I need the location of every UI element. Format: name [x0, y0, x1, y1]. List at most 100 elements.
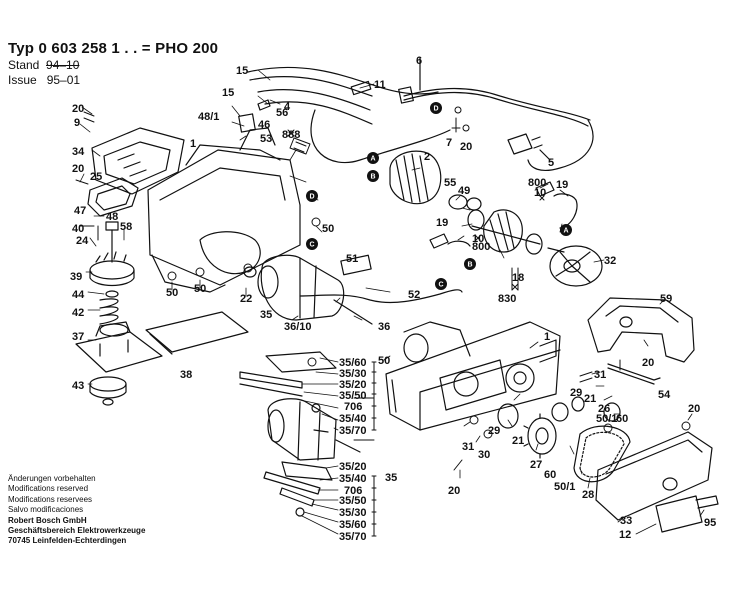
part-label: 30: [478, 449, 490, 461]
part-label: 35/20: [339, 379, 367, 391]
part-label: 34: [72, 146, 85, 158]
part-label: 60: [616, 413, 628, 425]
part-label: 35/30: [339, 507, 367, 519]
issue-label: Issue: [8, 73, 37, 87]
part-label: 35: [385, 472, 397, 484]
part-label: 31: [462, 441, 474, 453]
part-label: 18: [512, 272, 524, 284]
power-cord: [398, 57, 594, 172]
brush-holders: [429, 181, 578, 249]
issue-line: Issue 95–01: [8, 73, 218, 87]
drive-belt: [573, 425, 631, 483]
part-label: 20: [642, 357, 654, 369]
part-label: 20: [448, 485, 460, 497]
motor-stator: [243, 254, 373, 325]
part-label: 36/10: [284, 321, 312, 333]
part-label: 38: [180, 369, 192, 381]
motor-housing: [147, 113, 301, 293]
marker-d-2: D: [309, 194, 314, 201]
part-label: 10: [534, 187, 546, 199]
part-label: 35/60: [339, 357, 367, 369]
type-plate: [655, 495, 719, 533]
connection-cable: [299, 254, 463, 304]
part-label: 26: [598, 403, 610, 415]
front-shoe: [75, 321, 163, 373]
handle-cap: [91, 127, 185, 195]
part-label: 95: [704, 517, 716, 529]
reference-markers: [306, 102, 572, 290]
part-label: 800: [528, 177, 546, 189]
part-label: 59: [660, 293, 672, 305]
legal-notes: Änderungen vorbehalten Modifications res…: [8, 474, 145, 547]
stand-line: Stand 94–10: [8, 58, 218, 72]
part-label: 56: [276, 107, 288, 119]
part-label: 20: [460, 141, 472, 153]
part-label: 21: [512, 435, 524, 447]
part-label: 706: [344, 485, 362, 497]
model-title: Typ 0 603 258 1 . . = PHO 200: [8, 40, 219, 57]
cutter-block-lower: [263, 461, 333, 517]
part-label: 39: [70, 271, 82, 283]
part-label: 40: [72, 223, 84, 235]
note-line: Modifications reserved: [8, 484, 89, 494]
issue-value: 95–01: [46, 73, 81, 87]
part-label: 35/30: [339, 368, 367, 380]
part-label: 35/70: [339, 531, 367, 543]
cutter-block-upper: [239, 351, 337, 397]
base-knob: [89, 376, 127, 406]
part-label: 15: [222, 87, 234, 99]
part-label: 888: [282, 129, 300, 141]
marker-c-2: C: [438, 282, 443, 289]
part-label: 830: [498, 293, 516, 305]
belt-cover: [595, 431, 713, 521]
part-label: 7: [446, 137, 452, 149]
part-label: 53: [260, 133, 272, 145]
part-label: 706: [344, 401, 362, 413]
switch-cover: [87, 177, 139, 217]
part-label: 58: [120, 221, 132, 233]
compression-spring: [99, 221, 119, 325]
part-label: 15: [236, 65, 248, 77]
part-label: 19: [436, 217, 448, 229]
note-line: Änderungen vorbehalten: [8, 474, 96, 483]
company-address: 70745 Leinfelden-Echterdingen: [8, 536, 127, 546]
header: Typ 0 603 258 1 . . = PHO 200 Stand 94–1…: [8, 40, 218, 87]
part-label: 19: [556, 179, 568, 191]
part-label: 22: [240, 293, 252, 305]
part-label: 35/70: [339, 425, 367, 437]
drive-gears: [497, 396, 621, 459]
part-label: 20: [72, 103, 84, 115]
reference-marker-letters: A A B B C C D D: [309, 106, 568, 289]
part-label: 1: [544, 331, 550, 343]
part-label: 20: [72, 163, 84, 175]
part-label: 25: [90, 171, 102, 183]
part-label: 11: [374, 79, 386, 91]
part-label: 800: [472, 241, 490, 253]
part-label: 35/20: [339, 461, 367, 473]
part-label: 60: [544, 469, 556, 481]
fan-wheel: [549, 245, 603, 287]
part-label: 21: [584, 393, 596, 405]
part-label: 42: [72, 307, 84, 319]
part-label: 43: [72, 380, 84, 392]
part-label: 55: [444, 177, 456, 189]
part-label: 50/1: [554, 481, 575, 493]
part-label: 50/1: [596, 413, 617, 425]
company-division: Geschäftsbereich Elektrowerkzeuge: [8, 526, 146, 536]
part-label: 27: [530, 459, 542, 471]
part-label: 47: [74, 205, 86, 217]
stand-value: 94–10: [46, 58, 80, 72]
cable-harness: [247, 66, 451, 164]
part-label: 50: [322, 223, 334, 235]
part-label: 35/50: [339, 390, 367, 402]
company-name: Robert Bosch GmbH: [8, 515, 87, 525]
stand-label: Stand: [8, 58, 40, 72]
part-label: 50: [378, 355, 390, 367]
part-label: 35/40: [339, 413, 367, 425]
part-label: 1: [190, 138, 196, 150]
part-label: 36: [378, 321, 390, 333]
part-label: 5: [548, 157, 554, 169]
part-label: 12: [619, 529, 631, 541]
marker-a-2: A: [563, 228, 568, 235]
